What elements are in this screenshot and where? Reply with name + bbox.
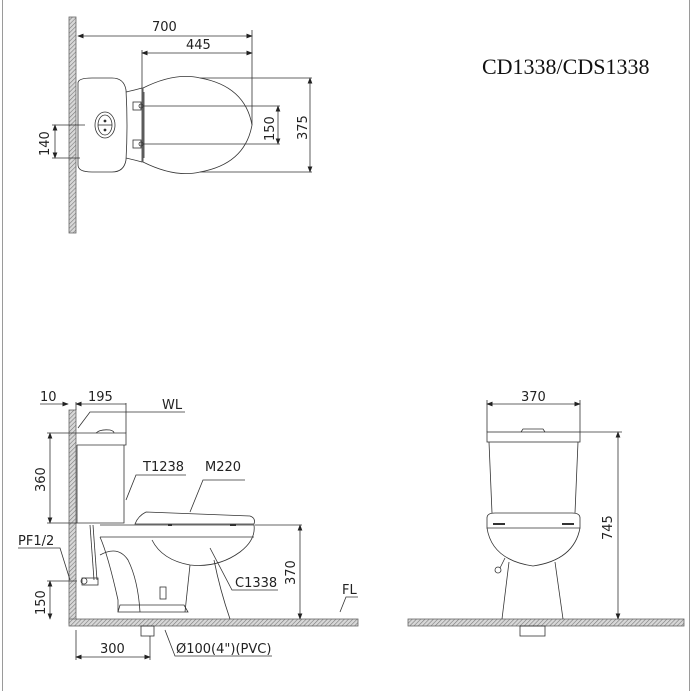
dim-445: 445 (186, 38, 211, 53)
wall-hatch-side (68, 409, 77, 625)
label-fl: FL (342, 583, 357, 598)
label-t1238: T1238 (142, 460, 184, 475)
label-c1338: C1338 (235, 576, 277, 591)
flush-button-icon (94, 111, 116, 139)
seat-side (134, 511, 255, 525)
dim-195: 195 (88, 390, 113, 405)
dim-360: 360 (34, 467, 49, 492)
dim-150-side: 150 (34, 590, 49, 615)
top-view (52, 16, 313, 234)
floor-hatch-front (407, 618, 685, 627)
label-m220: M220 (205, 460, 241, 475)
dim-700: 700 (152, 20, 177, 35)
label-drain: Ø100(4")(PVC) (176, 642, 271, 657)
left-frame-border (2, 0, 3, 691)
dim-150-top: 150 (263, 116, 278, 141)
dim-370-front: 370 (521, 390, 546, 405)
dim-745: 745 (601, 515, 616, 540)
right-frame-border (689, 0, 690, 691)
dim-300: 300 (100, 642, 125, 657)
model-title: CD1338/CDS1338 (482, 54, 650, 79)
label-wl: WL (162, 398, 183, 413)
label-pf12: PF1/2 (18, 534, 54, 549)
front-view (407, 400, 685, 637)
dim-375: 375 (296, 115, 311, 140)
dim-140: 140 (38, 131, 53, 156)
side-view (18, 401, 359, 660)
tank-outline-top (77, 77, 128, 173)
dim-10: 10 (40, 390, 57, 405)
dim-370-side: 370 (284, 560, 299, 585)
seat-outline-top (142, 75, 253, 175)
floor-hatch-side (68, 618, 359, 627)
